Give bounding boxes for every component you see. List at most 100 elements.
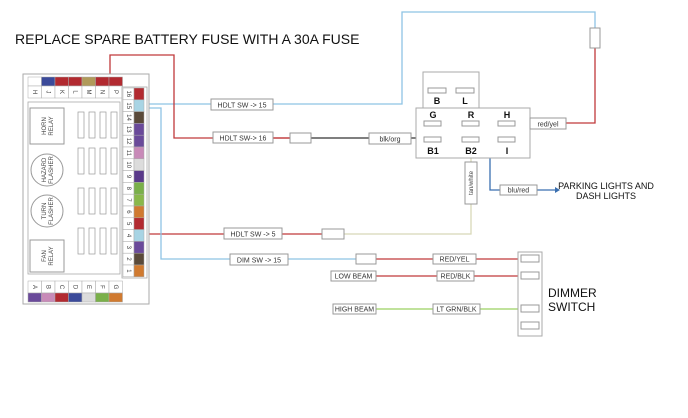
fuse-label-bottom: F bbox=[99, 285, 105, 289]
fuse-color-top-J bbox=[42, 77, 56, 86]
svg-text:HDLT SW -> 15: HDLT SW -> 15 bbox=[218, 103, 267, 110]
label-redyel: RED/YEL bbox=[433, 254, 476, 264]
svg-text:H: H bbox=[504, 110, 511, 120]
fuse-label-side: 13 bbox=[125, 126, 131, 133]
label-hdlt15: HDLT SW -> 15 bbox=[211, 99, 273, 110]
fuse-slot bbox=[100, 148, 106, 174]
svg-text:LT GRN/BLK: LT GRN/BLK bbox=[436, 307, 477, 314]
fuse-slot bbox=[100, 112, 106, 138]
fuse-color-bottom-F bbox=[96, 293, 110, 302]
fuse-slot bbox=[78, 148, 84, 174]
fuse-slot bbox=[111, 188, 117, 214]
fuse-slot bbox=[89, 228, 95, 254]
fuse-label-top: M bbox=[85, 90, 91, 95]
fuse-color-side-12 bbox=[134, 135, 144, 147]
fuse-slot bbox=[78, 112, 84, 138]
fuse-label-bottom: A bbox=[31, 285, 37, 289]
svg-text:DIM SW -> 15: DIM SW -> 15 bbox=[237, 258, 281, 265]
fuse-slot bbox=[100, 188, 106, 214]
label-blkorg: blk/org bbox=[369, 133, 411, 144]
fuse-color-bottom-B bbox=[42, 293, 56, 302]
inline-connector-1 bbox=[290, 133, 311, 143]
fuse-label-top: H bbox=[31, 90, 37, 94]
fuse-color-top-L bbox=[69, 77, 83, 86]
fuse-color-side-14 bbox=[134, 112, 144, 124]
fuse-label-side: 12 bbox=[125, 138, 131, 145]
svg-text:tan/white: tan/white bbox=[469, 170, 475, 195]
fuse-color-side-13 bbox=[134, 123, 144, 135]
label-dim15: DIM SW -> 15 bbox=[230, 254, 288, 265]
fuse-slot bbox=[111, 148, 117, 174]
fuse-color-side-1 bbox=[134, 265, 144, 277]
fuse-color-side-8 bbox=[134, 182, 144, 194]
fuse-label-side: 11 bbox=[125, 150, 131, 157]
inline-connector-3 bbox=[356, 254, 376, 264]
dimmer-switch-label-2: SWITCH bbox=[548, 300, 595, 314]
diagram-title: REPLACE SPARE BATTERY FUSE WITH A 30A FU… bbox=[15, 31, 359, 47]
svg-text:HAZARDFLASHER: HAZARDFLASHER bbox=[42, 156, 55, 184]
wire-blue-top-loop bbox=[143, 12, 595, 104]
fuse-color-side-16 bbox=[134, 88, 144, 100]
fuse-label-bottom: G bbox=[112, 285, 118, 290]
svg-text:HDLT SW -> 5: HDLT SW -> 5 bbox=[230, 232, 275, 239]
fuse-color-top-K bbox=[55, 77, 69, 86]
svg-text:R: R bbox=[468, 110, 475, 120]
fuse-slot bbox=[78, 188, 84, 214]
svg-text:L: L bbox=[462, 96, 468, 106]
label-hdlt5: HDLT SW -> 5 bbox=[224, 228, 282, 239]
label-lowbeam: LOW BEAM bbox=[331, 271, 376, 281]
dimmer-switch-label-1: DIMMER bbox=[548, 286, 597, 300]
fuse-slot bbox=[111, 112, 117, 138]
fuse-color-top-M bbox=[82, 77, 96, 86]
label-highbeam: HIGH BEAM bbox=[333, 304, 376, 314]
parking-lights-label-1: PARKING LIGHTS AND bbox=[558, 181, 654, 191]
parking-lights-label-2: DASH LIGHTS bbox=[576, 191, 636, 201]
fuse-label-top: K bbox=[58, 90, 64, 94]
fuse-label-side: 15 bbox=[125, 102, 131, 109]
label-tanwhite: tan/white bbox=[465, 162, 477, 204]
fuse-color-side-10 bbox=[134, 159, 144, 171]
svg-text:blu/red: blu/red bbox=[508, 188, 530, 195]
fuse-color-bottom-G bbox=[109, 293, 123, 302]
fuse-color-bottom-A bbox=[28, 293, 42, 302]
svg-text:RED/BLK: RED/BLK bbox=[441, 274, 471, 281]
svg-text:red/yel: red/yel bbox=[537, 122, 558, 129]
label-blured: blu/red bbox=[500, 185, 537, 195]
fuse-color-side-7 bbox=[134, 194, 144, 206]
fuse-label-top: P bbox=[112, 90, 118, 94]
inline-connector-2 bbox=[322, 229, 344, 239]
fuse-color-side-5 bbox=[134, 218, 144, 230]
fuse-slot bbox=[111, 228, 117, 254]
svg-text:RED/YEL: RED/YEL bbox=[440, 257, 470, 264]
fuse-slot bbox=[78, 228, 84, 254]
fuse-color-side-11 bbox=[134, 147, 144, 159]
fuse-label-bottom: E bbox=[85, 285, 91, 289]
svg-text:blk/org: blk/org bbox=[379, 137, 400, 144]
fuse-label-side: 14 bbox=[125, 114, 131, 121]
fuse-slot bbox=[89, 148, 95, 174]
fuse-color-top-P bbox=[109, 77, 123, 86]
fuse-color-side-4 bbox=[134, 230, 144, 242]
svg-text:G: G bbox=[429, 110, 436, 120]
label-redyel-small: red/yel bbox=[530, 118, 566, 129]
fuse-color-bottom-C bbox=[55, 293, 69, 302]
svg-text:B1: B1 bbox=[427, 146, 439, 156]
fuse-label-bottom: C bbox=[58, 285, 64, 290]
fuse-color-side-2 bbox=[134, 253, 144, 265]
dimmer-switch bbox=[518, 252, 542, 336]
headlight-switch-block: B L G R H B1 B2 I bbox=[416, 72, 530, 158]
fuse-slot bbox=[89, 112, 95, 138]
svg-text:HDLT SW-> 16: HDLT SW-> 16 bbox=[220, 136, 267, 143]
fuse-slot bbox=[100, 228, 106, 254]
fuse-color-bottom-E bbox=[82, 293, 96, 302]
fuse-color-side-6 bbox=[134, 206, 144, 218]
svg-text:B2: B2 bbox=[465, 146, 477, 156]
svg-text:B: B bbox=[434, 96, 441, 106]
label-hdlt16: HDLT SW-> 16 bbox=[213, 132, 273, 143]
svg-text:I: I bbox=[506, 146, 509, 156]
fuse-label-bottom: D bbox=[72, 285, 78, 290]
fuse-label-side: 16 bbox=[125, 91, 131, 98]
svg-text:HORNRELAY: HORNRELAY bbox=[42, 116, 55, 135]
fuse-label-side: 10 bbox=[125, 161, 131, 168]
